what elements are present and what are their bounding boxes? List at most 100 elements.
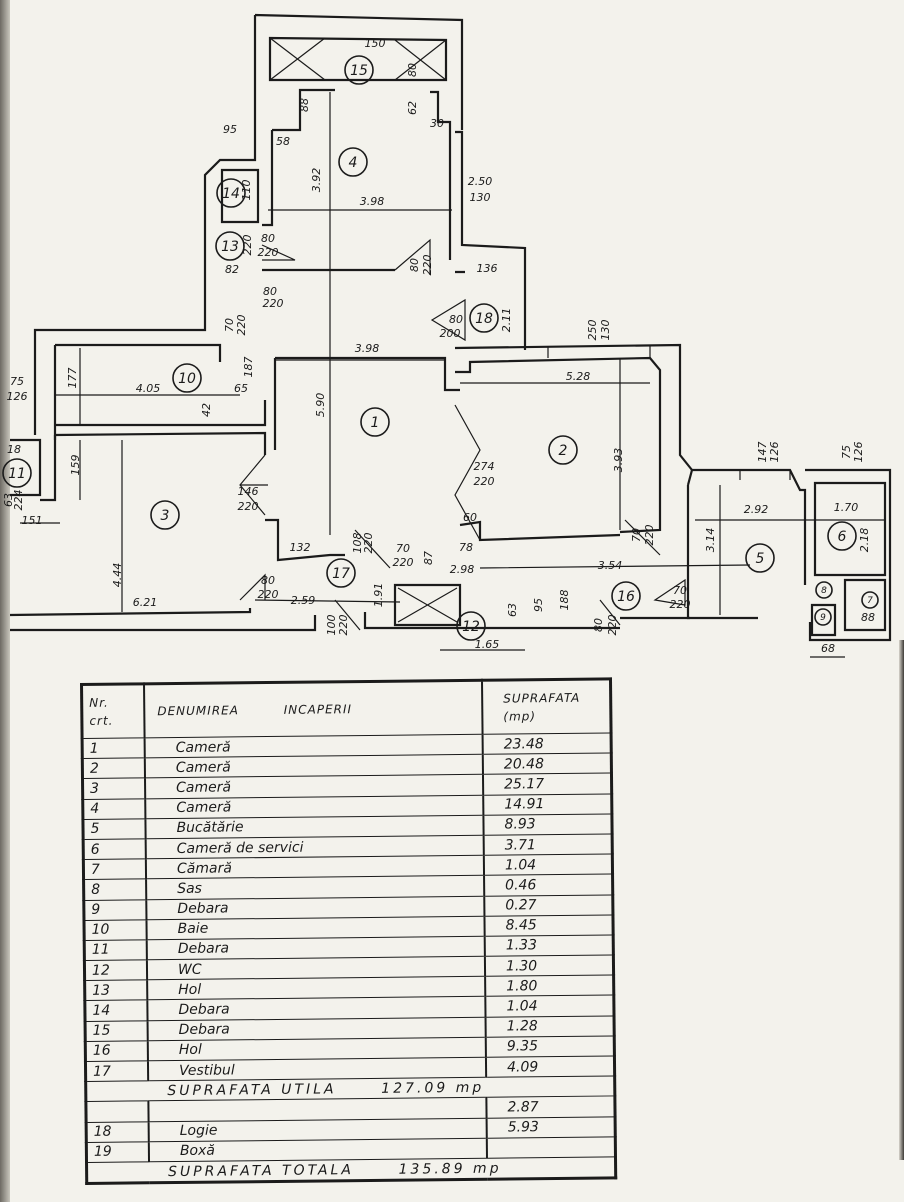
dimension-label: 3.98	[355, 342, 380, 355]
room-marker: 9	[814, 608, 832, 626]
total-area-row-value: 135.89 mp	[398, 1160, 502, 1178]
dimension-label: 136	[477, 262, 498, 275]
cell-nr: 18	[86, 1121, 149, 1143]
room-number: 1	[371, 415, 380, 431]
dimension-label: 151	[22, 514, 43, 527]
room-circle	[745, 543, 775, 573]
room-circle	[344, 55, 374, 85]
dimension-label: 220	[474, 475, 495, 488]
dimension-label: 2.98	[450, 563, 475, 576]
room-number: 9	[820, 613, 826, 623]
room-marker: 8	[815, 581, 833, 599]
dimension-label: 250	[586, 320, 599, 341]
room-circle	[150, 500, 180, 530]
cell-nr: 3	[82, 778, 146, 800]
room-number: 18	[475, 311, 493, 327]
scan-edge-right	[899, 640, 904, 1160]
dimension-label: 1.70	[834, 501, 859, 514]
table-header-row: Nr. crt. DENUMIREA INCAPERII SUPRAFATA (…	[81, 678, 612, 739]
dimension-label: 95	[532, 598, 545, 612]
dimension-label: 188	[558, 590, 571, 611]
dimension-label: 95	[223, 123, 237, 136]
total-area-row-label: SUPRAFATA TOTALA	[168, 1161, 354, 1180]
walls	[9, 13, 892, 658]
header-room-name: DENUMIREA INCAPERII	[144, 680, 483, 738]
cell-nr: 9	[83, 899, 147, 921]
dimension-label: 2.11	[500, 308, 513, 333]
dimension-label: 110	[240, 180, 253, 201]
dimension-label: 126	[768, 442, 781, 463]
room-number: 6	[838, 529, 847, 545]
total-area-row: SUPRAFATA TOTALA 135.89 mp	[86, 1156, 616, 1184]
cell-area: 2.87	[486, 1096, 616, 1118]
dimension-label: 220	[263, 297, 284, 310]
cell-nr: 17	[85, 1060, 149, 1082]
dimension-label: 88	[298, 98, 311, 112]
cell-nr: 11	[84, 939, 147, 961]
room-circle	[861, 591, 879, 609]
cell-area: 25.17	[482, 773, 612, 795]
dimension-label: 3.93	[612, 448, 625, 473]
dimension-label: 2.59	[291, 594, 316, 607]
dimension-label: 100	[325, 615, 338, 636]
cell-nr: 10	[83, 919, 147, 941]
dimension-label: 187	[242, 357, 255, 378]
dimension-label: 88	[861, 611, 875, 624]
cell-nr: 8	[83, 879, 147, 900]
room-circle	[548, 435, 578, 465]
useful-area-row-value: 127.09 mp	[381, 1079, 485, 1097]
dimension-label: 274	[474, 460, 495, 473]
dimension-label: 80	[263, 285, 277, 298]
dimension-label: 30	[430, 117, 444, 130]
dimension-label: 80	[408, 258, 421, 272]
cell-nr: 12	[84, 959, 148, 981]
cell-nr: 13	[84, 980, 148, 1001]
header-nr: Nr. crt.	[81, 683, 145, 739]
room-marker: 6	[827, 521, 857, 551]
room-number: 14	[222, 186, 240, 202]
room-number: 17	[332, 566, 350, 582]
dimension-label: 5.28	[566, 370, 591, 383]
dimension-label: 80	[406, 63, 419, 77]
dimension-label: 6.21	[133, 596, 158, 609]
room-circle	[827, 521, 857, 551]
room-marker: 18	[469, 303, 499, 333]
dimension-label: 3.98	[360, 195, 385, 208]
dimension-label: 4.44	[111, 563, 124, 588]
total-area-row-cell: SUPRAFATA TOTALA 135.89 mp	[86, 1156, 616, 1184]
dimension-label: 220	[238, 500, 259, 513]
room-marker: 14	[216, 178, 246, 208]
dimension-label: 70	[396, 542, 410, 555]
dimension-label: 18	[7, 443, 21, 456]
room-marker: 17	[326, 558, 356, 588]
dimension-label: 159	[69, 455, 82, 476]
room-number: 3	[161, 508, 170, 524]
room-marker: 11	[2, 458, 32, 488]
dimension-label: 42	[200, 403, 213, 417]
dimension-label: 58	[276, 135, 290, 148]
dimension-label: 1.65	[475, 638, 500, 651]
room-circle	[814, 608, 832, 626]
cell-area: 4.09	[485, 1055, 615, 1078]
room-circle	[815, 581, 833, 599]
room-number: 11	[8, 466, 26, 482]
dimension-label: 63	[2, 493, 15, 507]
dimension-label: 130	[470, 191, 491, 204]
room-marker: 13	[215, 231, 245, 261]
dimension-label: 130	[599, 320, 612, 341]
dimension-label: 126	[7, 390, 28, 403]
cell-area: 0.46	[484, 874, 613, 896]
cell-area: 1.04	[485, 995, 615, 1017]
dimension-label: 177	[66, 368, 79, 389]
cell-area: 3.71	[483, 833, 613, 856]
dimension-label: 150	[365, 37, 386, 50]
dimension-label: 80	[449, 313, 463, 326]
room-marker: 5	[745, 543, 775, 573]
dimension-label: 146	[238, 485, 259, 498]
dimension-label: 2.50	[468, 175, 493, 188]
cell-nr: 2	[82, 758, 146, 779]
room-circle	[360, 407, 390, 437]
